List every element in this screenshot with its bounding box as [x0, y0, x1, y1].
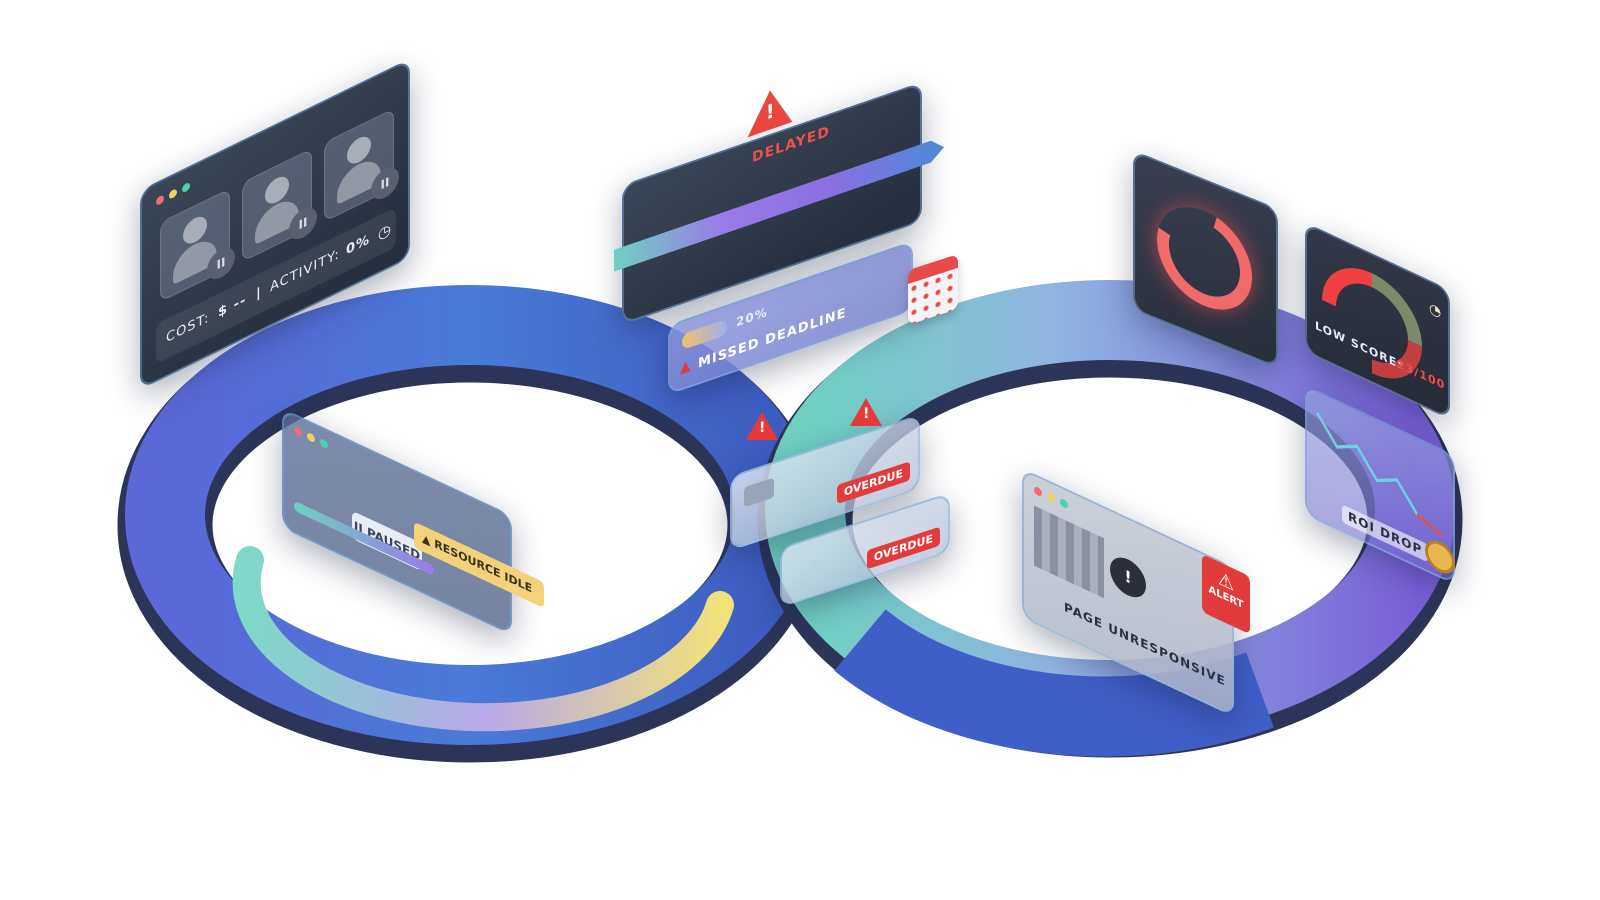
separator: | [256, 284, 262, 303]
ticket-thumbnail [744, 477, 774, 508]
cost-label: COST: [166, 310, 210, 347]
clock-icon: ◷ [378, 219, 393, 244]
warning-icon: ! [850, 398, 882, 426]
error-icon: ! [1110, 551, 1146, 604]
speedometer-icon: ◔ [1429, 299, 1443, 322]
deadline-progress-label: 20% [736, 304, 768, 330]
loading-ring-icon [1139, 200, 1270, 317]
deadline-progress-bar [682, 318, 727, 351]
window-controls [156, 181, 190, 207]
window-controls [1034, 485, 1068, 510]
user-paused-icon: II [160, 188, 235, 303]
warning-icon: ▲ [680, 356, 692, 377]
activity-value: 0% [346, 231, 371, 259]
warning-icon: ! [746, 412, 778, 440]
user-paused-icon: II [242, 148, 317, 263]
roi-drop-panel: ROI DROP [1305, 385, 1455, 585]
window-controls [294, 425, 328, 450]
cost-value: $ -- [218, 292, 247, 321]
right-loop-front [834, 608, 1274, 757]
pixelated-content [1034, 505, 1104, 599]
progress-arc [232, 546, 734, 732]
activity-label: ACTIVITY: [270, 246, 340, 296]
roi-line-chart [1315, 412, 1443, 538]
user-paused-icon: II [324, 108, 399, 223]
